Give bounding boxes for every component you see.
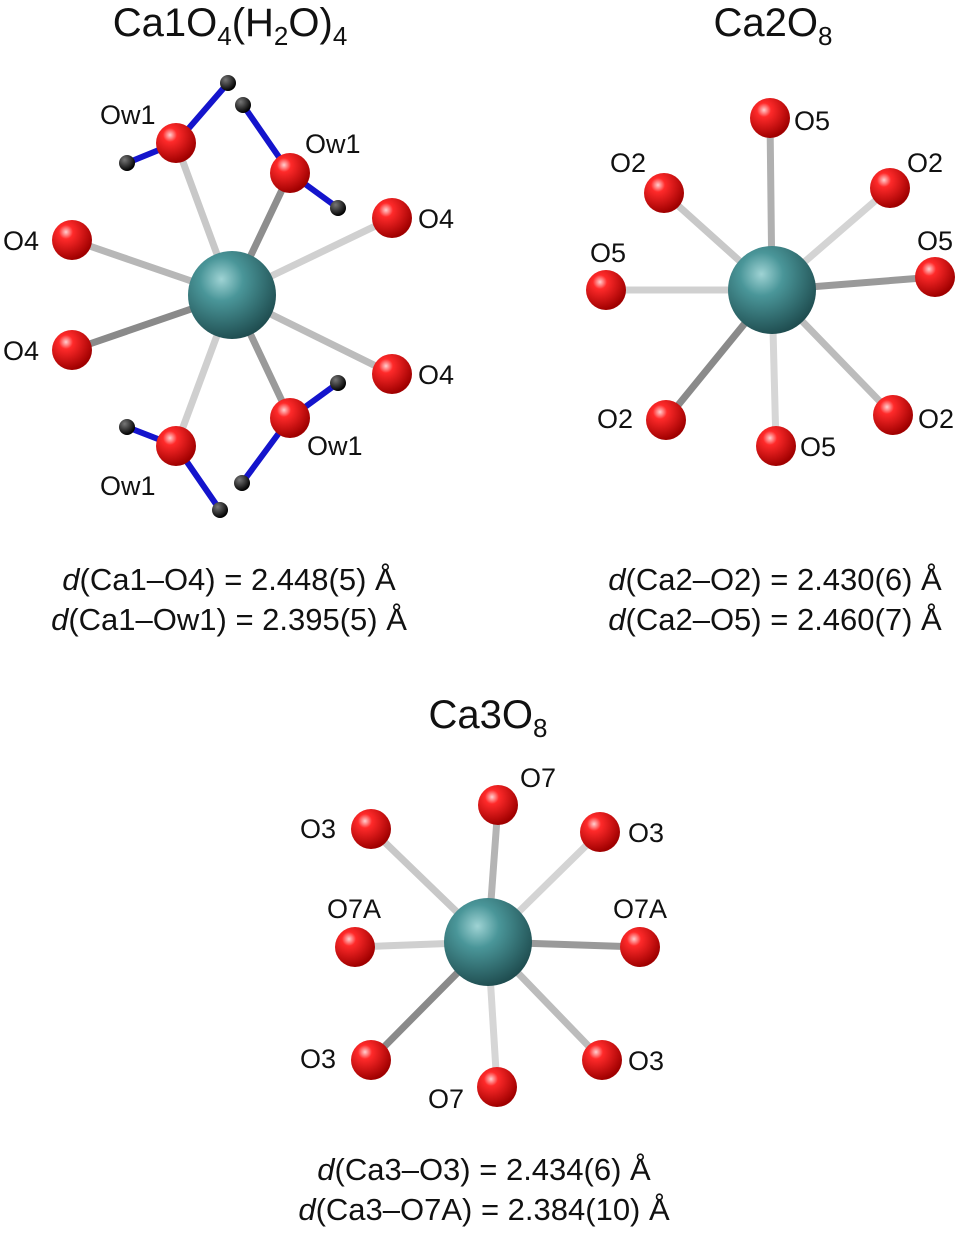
- panel-ca2: Ca2O8 O5 O2 O2 O5 O5: [586, 1, 955, 637]
- atom-label: O2: [907, 148, 943, 178]
- oxygen-atom-ow1: [156, 123, 196, 163]
- ca1-oxygens: [52, 123, 412, 466]
- atom-label: O3: [300, 814, 336, 844]
- hydrogen-atom: [119, 155, 135, 171]
- oxygen-atom-o4: [372, 354, 412, 394]
- oxygen-atom-o7: [477, 1067, 517, 1107]
- distance-ca3-o7a: d(Ca3–O7A) = 2.384(10) Å: [298, 1192, 670, 1227]
- atom-label: O4: [3, 336, 39, 366]
- oxygen-atom-ow1: [156, 426, 196, 466]
- oxygen-atom-o2: [870, 168, 910, 208]
- ca2-oxygens: [586, 98, 955, 466]
- distance-ca2-o5: d(Ca2–O5) = 2.460(7) Å: [608, 602, 942, 637]
- hydrogen-atom: [212, 502, 228, 518]
- atom-label: O3: [628, 818, 664, 848]
- calcium-atom-ca2: [728, 246, 816, 334]
- calcium-atom-ca3: [444, 898, 532, 986]
- ca3-labels: O7 O3 O3 O7A O7A O3 O3 O7: [300, 763, 667, 1114]
- atom-label: Ow1: [100, 471, 156, 501]
- oxygen-atom-o7a: [335, 927, 375, 967]
- panel-ca3: Ca3O8 O7 O3 O3 O7A O7A: [298, 693, 670, 1227]
- atom-label: Ow1: [307, 431, 363, 461]
- atom-label: O5: [917, 226, 953, 256]
- atom-label: O5: [590, 238, 626, 268]
- oxygen-atom-o2: [646, 400, 686, 440]
- oxygen-atom-o3: [351, 809, 391, 849]
- distance-ca2-o2: d(Ca2–O2) = 2.430(6) Å: [608, 562, 942, 597]
- oxygen-atom-o3: [582, 1040, 622, 1080]
- atom-label: Ow1: [305, 129, 361, 159]
- oxygen-atom-o5: [586, 270, 626, 310]
- oxygen-atom-o5: [756, 426, 796, 466]
- oxygen-atom-o3: [580, 812, 620, 852]
- oxygen-atom-o4: [52, 330, 92, 370]
- oxygen-atom-o2: [873, 395, 913, 435]
- atom-label: O3: [300, 1044, 336, 1074]
- atom-label: O7A: [613, 894, 667, 924]
- oxygen-atom-o4: [52, 220, 92, 260]
- panel-ca1-title: Ca1O4(H2O)4: [113, 1, 348, 51]
- oxygen-atom-ow1: [270, 153, 310, 193]
- hydrogen-atom: [330, 200, 346, 216]
- oxygen-atom-o4: [372, 198, 412, 238]
- oxygen-atom-o3: [351, 1040, 391, 1080]
- atom-label: O7A: [327, 894, 381, 924]
- oxygen-atom-o5: [915, 257, 955, 297]
- atom-label: O4: [3, 226, 39, 256]
- hydrogen-atom: [235, 97, 251, 113]
- oxygen-atom-o5: [750, 98, 790, 138]
- ca1-labels: Ow1 Ow1 O4 O4 O4 O4 Ow1 Ow1: [3, 100, 454, 501]
- distance-ca3-o3: d(Ca3–O3) = 2.434(6) Å: [317, 1152, 651, 1187]
- atom-label: O4: [418, 204, 454, 234]
- ca3-oxygens: [335, 785, 660, 1107]
- atom-label: O2: [918, 404, 954, 434]
- hydrogen-atom: [234, 475, 250, 491]
- oxygen-atom-o7: [478, 785, 518, 825]
- atom-label: O7: [428, 1084, 464, 1114]
- oxygen-atom-ow1: [270, 398, 310, 438]
- distance-ca1-o4: d(Ca1–O4) = 2.448(5) Å: [62, 562, 396, 597]
- oxygen-atom-o7a: [620, 927, 660, 967]
- atom-label: Ow1: [100, 100, 156, 130]
- atom-label: O7: [520, 763, 556, 793]
- atom-label: O2: [610, 148, 646, 178]
- atom-label: O3: [628, 1046, 664, 1076]
- panel-ca2-title: Ca2O8: [714, 1, 833, 51]
- atom-label: O5: [800, 432, 836, 462]
- hydrogen-atom: [119, 419, 135, 435]
- ca1-hydrogens: [119, 75, 346, 518]
- panel-ca3-title: Ca3O8: [429, 693, 548, 743]
- distance-ca1-ow1: d(Ca1–Ow1) = 2.395(5) Å: [51, 602, 407, 637]
- atom-label: O5: [794, 106, 830, 136]
- ca2-labels: O5 O2 O2 O5 O5 O2 O2 O5: [590, 106, 954, 462]
- hydrogen-atom: [220, 75, 236, 91]
- panel-ca1: Ca1O4(H2O)4: [3, 1, 454, 637]
- atom-label: O2: [597, 404, 633, 434]
- oxygen-atom-o2: [644, 173, 684, 213]
- atom-label: O4: [418, 360, 454, 390]
- calcium-atom-ca1: [188, 251, 276, 339]
- hydrogen-atom: [330, 375, 346, 391]
